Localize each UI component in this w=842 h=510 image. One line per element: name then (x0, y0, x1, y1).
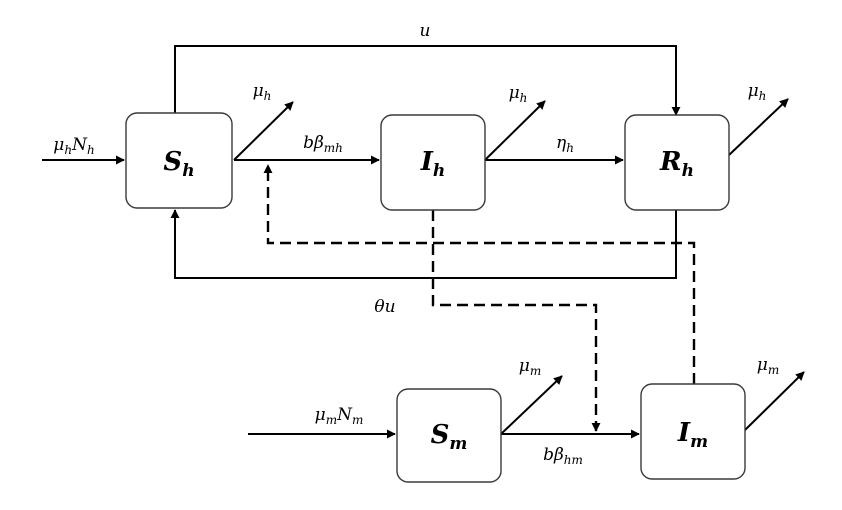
svg-text:Sm: Sm (431, 420, 468, 454)
u-sh-to-rh-arrow (174, 45, 681, 116)
death-im-arrow (744, 371, 805, 431)
node-im: Im (640, 383, 746, 480)
svg-text:Sh: Sh (163, 147, 194, 181)
label-b-beta-mh: bβmh (303, 133, 343, 155)
death-ih-arrow (484, 100, 546, 161)
label-inflow-sm: μmNm (315, 405, 364, 427)
label-mu-h-rh: μh (748, 81, 767, 103)
label-mu-m-im: μm (757, 355, 779, 377)
label-mu-h-sh: μh (253, 81, 272, 103)
im-to-infection-dashed-arrow (263, 164, 696, 384)
death-sm-arrow (500, 375, 563, 435)
label-mu-h-ih: μh (509, 83, 528, 105)
label-b-beta-hm: bβhm (543, 445, 583, 467)
svg-text:Im: Im (677, 418, 708, 452)
label-u: u (420, 21, 431, 41)
label-mu-m-sm: μm (519, 356, 541, 378)
death-sh-arrow (233, 101, 294, 161)
node-ih: Ih (380, 114, 486, 211)
label-theta-u: θu (374, 297, 395, 317)
ih-to-mosquito-infection-dashed-arrow (431, 210, 601, 432)
label-eta-h: ηh (556, 133, 574, 155)
node-sh: Sh (125, 112, 233, 209)
svg-text:Ih: Ih (420, 147, 446, 181)
label-inflow-sh: μhNh (53, 135, 94, 157)
death-rh-arrow (728, 98, 789, 156)
node-rh: Rh (624, 114, 730, 211)
node-sm: Sm (396, 388, 502, 483)
svg-text:Rh: Rh (659, 147, 694, 181)
